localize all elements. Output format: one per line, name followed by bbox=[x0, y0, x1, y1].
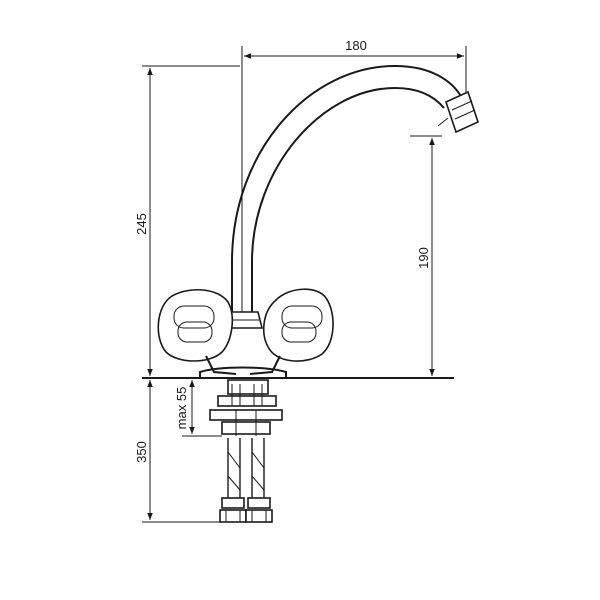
faucet-body bbox=[157, 64, 479, 379]
dimension-label-190: 190 bbox=[416, 247, 431, 269]
dimension-label-350: 350 bbox=[134, 441, 149, 463]
mounting-hardware bbox=[209, 379, 283, 436]
dimension-label-245: 245 bbox=[134, 213, 149, 235]
aerator bbox=[437, 90, 479, 134]
dimension-180: 180 bbox=[241, 38, 467, 92]
dimension-350: 350 bbox=[134, 380, 220, 523]
supply-hoses bbox=[219, 438, 273, 523]
dimension-max-55: max 55 bbox=[174, 380, 222, 437]
dimension-label-max-55: max 55 bbox=[174, 387, 189, 430]
dimension-245: 245 bbox=[134, 65, 240, 376]
right-handle bbox=[249, 288, 334, 375]
dimension-190: 190 bbox=[410, 135, 442, 376]
dimension-label-180: 180 bbox=[345, 38, 367, 53]
spout-inner-edge bbox=[251, 86, 445, 315]
faucet-base bbox=[199, 366, 287, 379]
spout-outer-edge bbox=[231, 64, 463, 315]
left-handle bbox=[157, 288, 237, 375]
